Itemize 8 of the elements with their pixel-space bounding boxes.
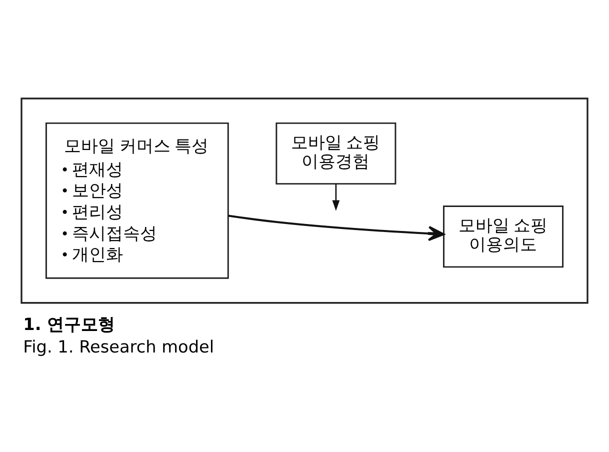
node-box: 모바일 쇼핑 이용경험 — [276, 122, 396, 184]
arrow — [228, 214, 445, 241]
node-box: 모바일 커머스 특성 • 편재성 • 보안성 • 편리성 • 즉시접속성 • 개인화 — [45, 122, 229, 278]
cluster — [20, 97, 588, 304]
label: Fig. 1. Research model — [23, 336, 214, 356]
label: 1. 연구모형 — [23, 313, 116, 334]
arrow — [332, 184, 340, 210]
node-box: 모바일 쇼핑 이용의도 — [443, 205, 564, 268]
